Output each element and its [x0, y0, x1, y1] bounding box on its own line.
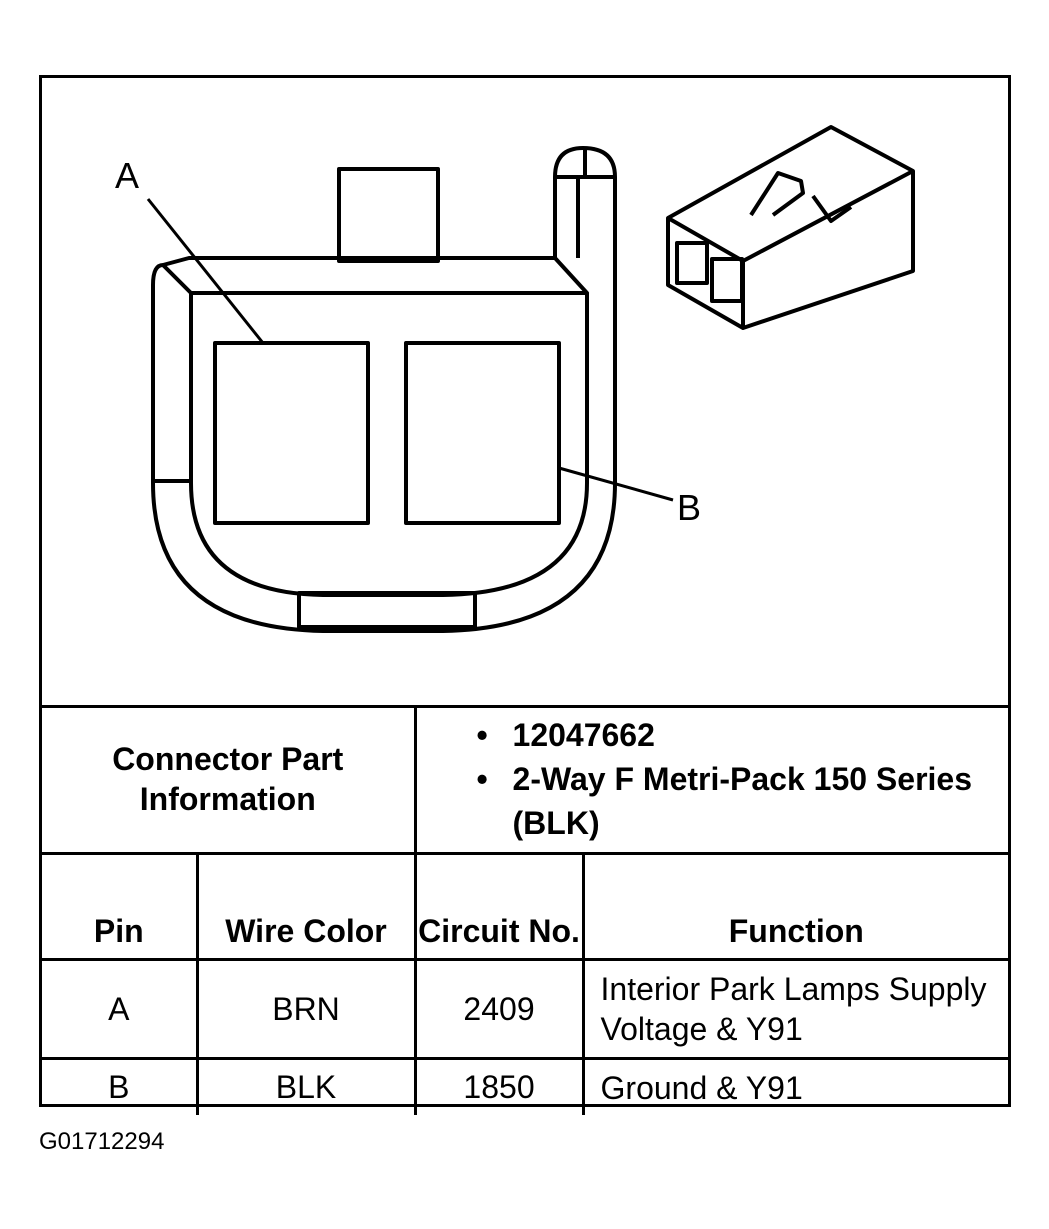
- header-wire-color: Wire Color: [195, 852, 417, 961]
- connector-body-outline: [151, 263, 617, 633]
- header-circuit-no: Circuit No.: [413, 852, 585, 961]
- cell-wire-color: BRN: [195, 958, 417, 1060]
- connector-top-tab: [337, 167, 440, 263]
- cell-pin: B: [42, 1057, 199, 1115]
- table-row: A BRN 2409 Interior Park Lamps Supply Vo…: [42, 958, 1009, 1060]
- connector-top-edge: [161, 256, 589, 295]
- connector-type: 2-Way F Metri-Pack 150 Series (BLK): [477, 757, 1009, 845]
- header-function: Function: [581, 852, 1009, 961]
- terminal-cavity-b: [404, 341, 561, 525]
- cell-wire-color: BLK: [195, 1057, 417, 1115]
- connector-part-info-values: 12047662 2-Way F Metri-Pack 150 Series (…: [413, 705, 1009, 855]
- cell-circuit-no: 2409: [413, 958, 585, 1060]
- connector-part-info-label: Connector Part Information: [42, 705, 417, 855]
- header-pin: Pin: [42, 852, 199, 961]
- callout-leader-a: [146, 198, 265, 344]
- cell-function: Ground & Y91: [581, 1057, 1009, 1115]
- callout-leader-b: [558, 466, 674, 502]
- cell-pin: A: [42, 958, 199, 1060]
- figure-id: G01712294: [39, 1128, 165, 1155]
- connector-bottom-notch: [297, 591, 477, 629]
- connector-perspective-view: [666, 125, 915, 330]
- part-number: 12047662: [477, 713, 1009, 757]
- cell-function: Interior Park Lamps Supply Voltage & Y91: [581, 958, 1009, 1060]
- terminal-cavity-a: [213, 341, 370, 525]
- callout-label-b: B: [677, 487, 701, 528]
- connector-pinout-table: Connector Part Information 12047662 2-Wa…: [42, 705, 1009, 1115]
- connector-body-inner: [189, 293, 589, 597]
- cell-circuit-no: 1850: [413, 1057, 585, 1115]
- callout-label-a: A: [115, 155, 139, 196]
- connector-illustration-area: A B: [42, 78, 1008, 708]
- connector-illustration: A B: [115, 125, 915, 633]
- table-row: B BLK 1850 Ground & Y91: [42, 1057, 1009, 1115]
- diagram-frame: A B Connector Part Information 12047662 …: [39, 75, 1011, 1115]
